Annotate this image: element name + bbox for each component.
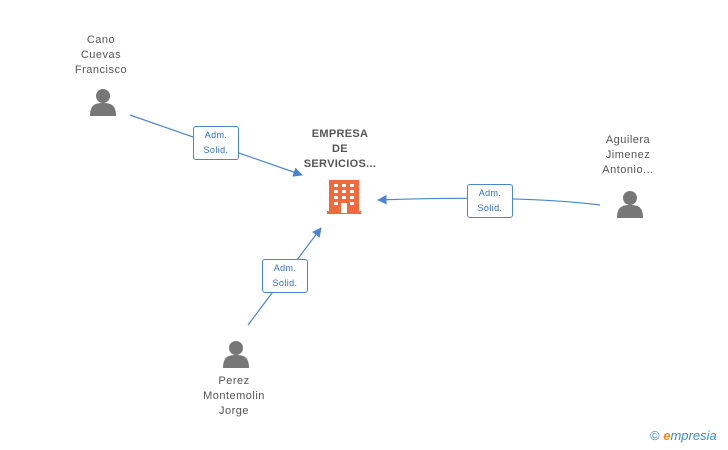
person-name-line: Francisco bbox=[74, 64, 128, 76]
relation-badge-cano[interactable]: Adm. Solid. bbox=[193, 126, 239, 160]
person-name-line: Cuevas bbox=[80, 49, 122, 61]
person-name-line: Montemolin bbox=[203, 390, 265, 402]
person-name-line: Jimenez bbox=[605, 149, 651, 161]
company-name-line: SERVICIOS... bbox=[303, 158, 377, 170]
building-icon[interactable] bbox=[327, 180, 361, 214]
person-name-line: Perez bbox=[218, 375, 250, 387]
empresia-watermark: © empresia bbox=[650, 428, 717, 443]
relation-badge-aguilera[interactable]: Adm. Solid. bbox=[467, 184, 513, 218]
person-name-line: Cano bbox=[86, 34, 116, 46]
relation-role-line: Solid. bbox=[272, 278, 298, 288]
person-name-perez[interactable]: Perez Montemolin Jorge bbox=[174, 374, 294, 419]
relation-badge-perez[interactable]: Adm. Solid. bbox=[262, 259, 308, 293]
relation-role-line: Adm. bbox=[478, 188, 502, 198]
person-icon[interactable] bbox=[617, 191, 643, 218]
person-name-line: Jorge bbox=[218, 405, 250, 417]
relation-role-line: Adm. bbox=[273, 263, 297, 273]
company-name[interactable]: EMPRESA DE SERVICIOS... bbox=[275, 127, 405, 172]
copyright-symbol: © bbox=[650, 428, 660, 443]
relation-role-line: Solid. bbox=[203, 145, 229, 155]
relation-role-line: Adm. bbox=[204, 130, 228, 140]
person-name-line: Antonio... bbox=[602, 164, 654, 176]
company-name-line: EMPRESA bbox=[311, 128, 369, 140]
person-name-cano[interactable]: Cano Cuevas Francisco bbox=[41, 33, 161, 78]
brand-logo-text: mpresia bbox=[670, 428, 717, 443]
person-name-line: Aguilera bbox=[605, 134, 651, 146]
person-icon[interactable] bbox=[90, 89, 116, 116]
company-name-line: DE bbox=[332, 143, 348, 155]
person-icon[interactable] bbox=[223, 341, 249, 368]
brand-logo-initial: e bbox=[663, 428, 671, 443]
relation-role-line: Solid. bbox=[477, 203, 503, 213]
person-name-aguilera[interactable]: Aguilera Jimenez Antonio... bbox=[568, 133, 688, 178]
